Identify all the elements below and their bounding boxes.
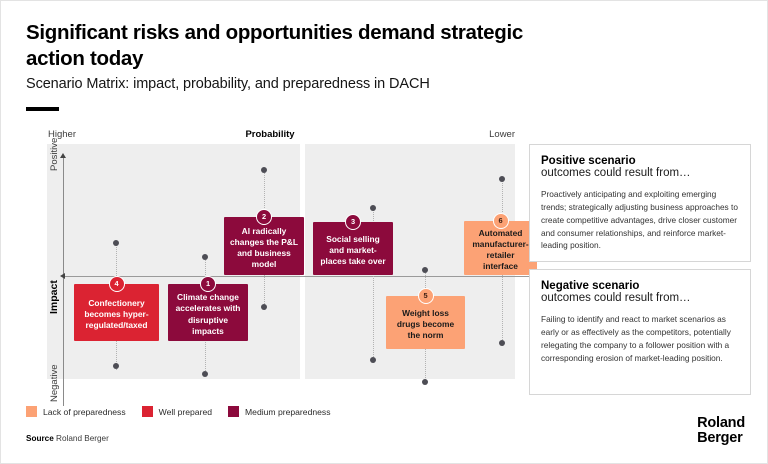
dot-6-upper xyxy=(499,176,505,182)
scenario-box-3[interactable]: 3 Social selling and market-places take … xyxy=(313,213,393,275)
scenario-box-3-label: Social selling and market-places take ov… xyxy=(320,233,386,267)
x-axis-left-label: Higher xyxy=(48,129,76,140)
dot-4-upper xyxy=(113,240,119,246)
y-axis-title: Impact xyxy=(48,280,60,314)
scenario-badge-1: 1 xyxy=(200,275,216,292)
x-axis-title: Probability xyxy=(245,129,295,140)
stem-3 xyxy=(373,208,374,363)
dot-5-lower xyxy=(422,379,428,385)
scenario-badge-2: 2 xyxy=(256,208,272,225)
scenario-box-4[interactable]: 4 Confectionery becomes hyper-regulated/… xyxy=(74,275,159,341)
scenario-box-6-label: Automated manufacturer-retailer interfac… xyxy=(472,227,529,272)
scenario-box-4-label: Confectionery becomes hyper-regulated/ta… xyxy=(84,297,149,331)
positive-panel-body: Proactively anticipating and exploiting … xyxy=(541,189,738,251)
legend-swatch-medium xyxy=(228,406,239,417)
scenario-badge-5: 5 xyxy=(417,287,434,304)
scenario-box-2-label: AI radically changes the P&L and busines… xyxy=(230,225,298,270)
legend-swatch-well xyxy=(141,406,153,417)
impact-axis-arrow-icon xyxy=(60,272,65,279)
legend-item-lack: Lack of preparedness xyxy=(26,406,126,417)
dot-3-lower xyxy=(370,357,376,363)
negative-panel-subheading: outcomes could result from… xyxy=(541,292,691,304)
scenario-box-1-label: Climate change accelerates with disrupti… xyxy=(175,292,241,336)
dot-1-upper xyxy=(202,254,208,260)
scenario-box-5[interactable]: 5 Weight loss drugs become the norm xyxy=(386,287,465,349)
legend: Lack of preparedness Well prepared Mediu… xyxy=(26,406,331,417)
scenario-matrix-chart: Higher Probability Lower Positive Negati… xyxy=(25,129,537,406)
accent-rule xyxy=(26,107,59,111)
positive-scenario-panel: Positive scenario outcomes could result … xyxy=(529,144,751,262)
legend-label-well: Well prepared xyxy=(158,406,212,417)
scenario-box-1[interactable]: 1 Climate change accelerates with disrup… xyxy=(168,275,248,341)
plot-area: Positive Negative Impact xyxy=(47,138,537,406)
x-axis-right-label: Lower xyxy=(489,129,515,140)
impact-zero-line xyxy=(63,276,537,277)
positive-panel-subheading: outcomes could result from… xyxy=(541,167,691,179)
dot-2-lower xyxy=(261,304,267,310)
dot-3-upper xyxy=(370,205,376,211)
dot-5-upper xyxy=(422,267,428,273)
dot-1-lower xyxy=(202,371,208,377)
negative-panel-body: Failing to identify and react to market … xyxy=(541,314,731,363)
source-note: Source Roland Berger xyxy=(26,434,109,443)
scenario-box-5-label: Weight loss drugs become the norm xyxy=(396,307,455,341)
logo-line-2: Berger xyxy=(697,430,743,447)
scenario-badge-6: 6 xyxy=(492,212,509,229)
legend-label-medium: Medium preparedness xyxy=(245,406,331,417)
legend-swatch-lack xyxy=(26,406,37,417)
dot-4-lower xyxy=(113,363,119,369)
page-subtitle: Scenario Matrix: impact, probability, an… xyxy=(26,76,430,92)
scenario-badge-4: 4 xyxy=(108,275,125,292)
y-axis-bottom-label: Negative xyxy=(49,364,60,403)
dot-6-lower xyxy=(499,340,505,346)
y-axis-line xyxy=(63,157,64,406)
legend-item-well: Well prepared xyxy=(141,406,212,417)
negative-panel-heading: Negative scenario xyxy=(541,280,640,292)
negative-scenario-panel: Negative scenario outcomes could result … xyxy=(529,269,751,395)
positive-panel-heading: Positive scenario xyxy=(541,155,636,167)
roland-berger-logo: Roland Berger xyxy=(697,414,745,447)
dot-2-upper xyxy=(261,167,267,173)
scenario-box-6[interactable]: 6 Automated manufacturer-retailer interf… xyxy=(464,212,537,275)
source-label: Source xyxy=(26,434,54,443)
logo-line-1: Roland xyxy=(697,414,745,431)
y-axis-arrow-icon xyxy=(60,153,66,158)
scenario-badge-3: 3 xyxy=(345,213,361,230)
y-axis-top-label: Positive xyxy=(49,137,60,171)
scenario-box-2[interactable]: 2 AI radically changes the P&L and busin… xyxy=(224,208,304,275)
page-title: Significant risks and opportunities dema… xyxy=(26,21,523,70)
source-value: Roland Berger xyxy=(56,434,109,443)
legend-item-medium: Medium preparedness xyxy=(228,406,331,417)
legend-label-lack: Lack of preparedness xyxy=(43,406,126,417)
